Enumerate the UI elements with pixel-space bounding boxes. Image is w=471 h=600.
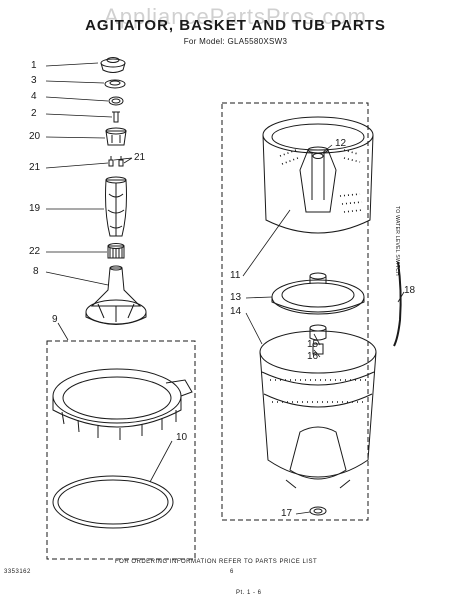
part-drive-ring: [271, 272, 365, 315]
part-basket-nut: [312, 153, 324, 159]
callout-10: 10: [176, 432, 188, 443]
callout-20: 20: [29, 131, 41, 142]
callout-1: 1: [31, 60, 37, 71]
part-pressure-hose: [393, 261, 402, 347]
callout-18: 18: [404, 285, 416, 296]
part-cam: [105, 127, 127, 146]
corner-mark: Pt. 1 - 6: [236, 590, 262, 596]
part-agitator-barrel: [105, 176, 127, 237]
model-label: For Model: GLA5580XSW3: [183, 37, 288, 46]
callout-19: 19: [29, 203, 41, 214]
part-balance-ring: [52, 368, 193, 440]
callout-11: 11: [230, 270, 241, 281]
callout-16: 16: [307, 351, 319, 362]
part-agitator-base: [85, 265, 147, 325]
callout-9: 9: [52, 314, 58, 325]
callout-2: 2: [31, 108, 37, 119]
callout-21-right: 21: [134, 152, 146, 163]
leader-lines: [45, 62, 405, 515]
tub-assembly-dashed-box: [221, 102, 369, 521]
part-o-ring: [108, 96, 124, 106]
callout-12: 12: [335, 138, 347, 149]
part-agitator-dogs: [108, 156, 124, 167]
part-seal-disc: [104, 79, 126, 89]
callout-8: 8: [33, 266, 39, 277]
callout-15: 15: [307, 339, 319, 350]
callout-4: 4: [31, 91, 37, 102]
page-number: 6: [230, 569, 234, 575]
callout-22: 22: [29, 246, 41, 257]
callout-3: 3: [31, 75, 37, 86]
part-bolt: [112, 111, 120, 123]
part-drain-grommet: [309, 506, 327, 516]
part-tub-ring: [52, 475, 174, 529]
callout-14: 14: [230, 306, 242, 317]
part-outer-tub: [259, 330, 377, 489]
water-level-switch-label: TO WATER LEVEL SWITCH: [394, 206, 400, 276]
callout-13: 13: [230, 292, 242, 303]
part-spline-insert: [107, 243, 125, 259]
callout-17: 17: [281, 508, 293, 519]
document-number: 3353162: [4, 569, 31, 575]
part-9-dashed-box: [46, 340, 196, 560]
ordering-note: FOR ORDERING INFORMATION REFER TO PARTS …: [115, 559, 318, 565]
diagram-title: AGITATOR, BASKET AND TUB PARTS: [85, 17, 386, 34]
callout-21-left: 21: [29, 162, 41, 173]
part-agitator-cap: [100, 57, 126, 73]
watermark: AppliancePartsPros.com: [104, 4, 367, 29]
part-spin-basket: [262, 116, 374, 234]
